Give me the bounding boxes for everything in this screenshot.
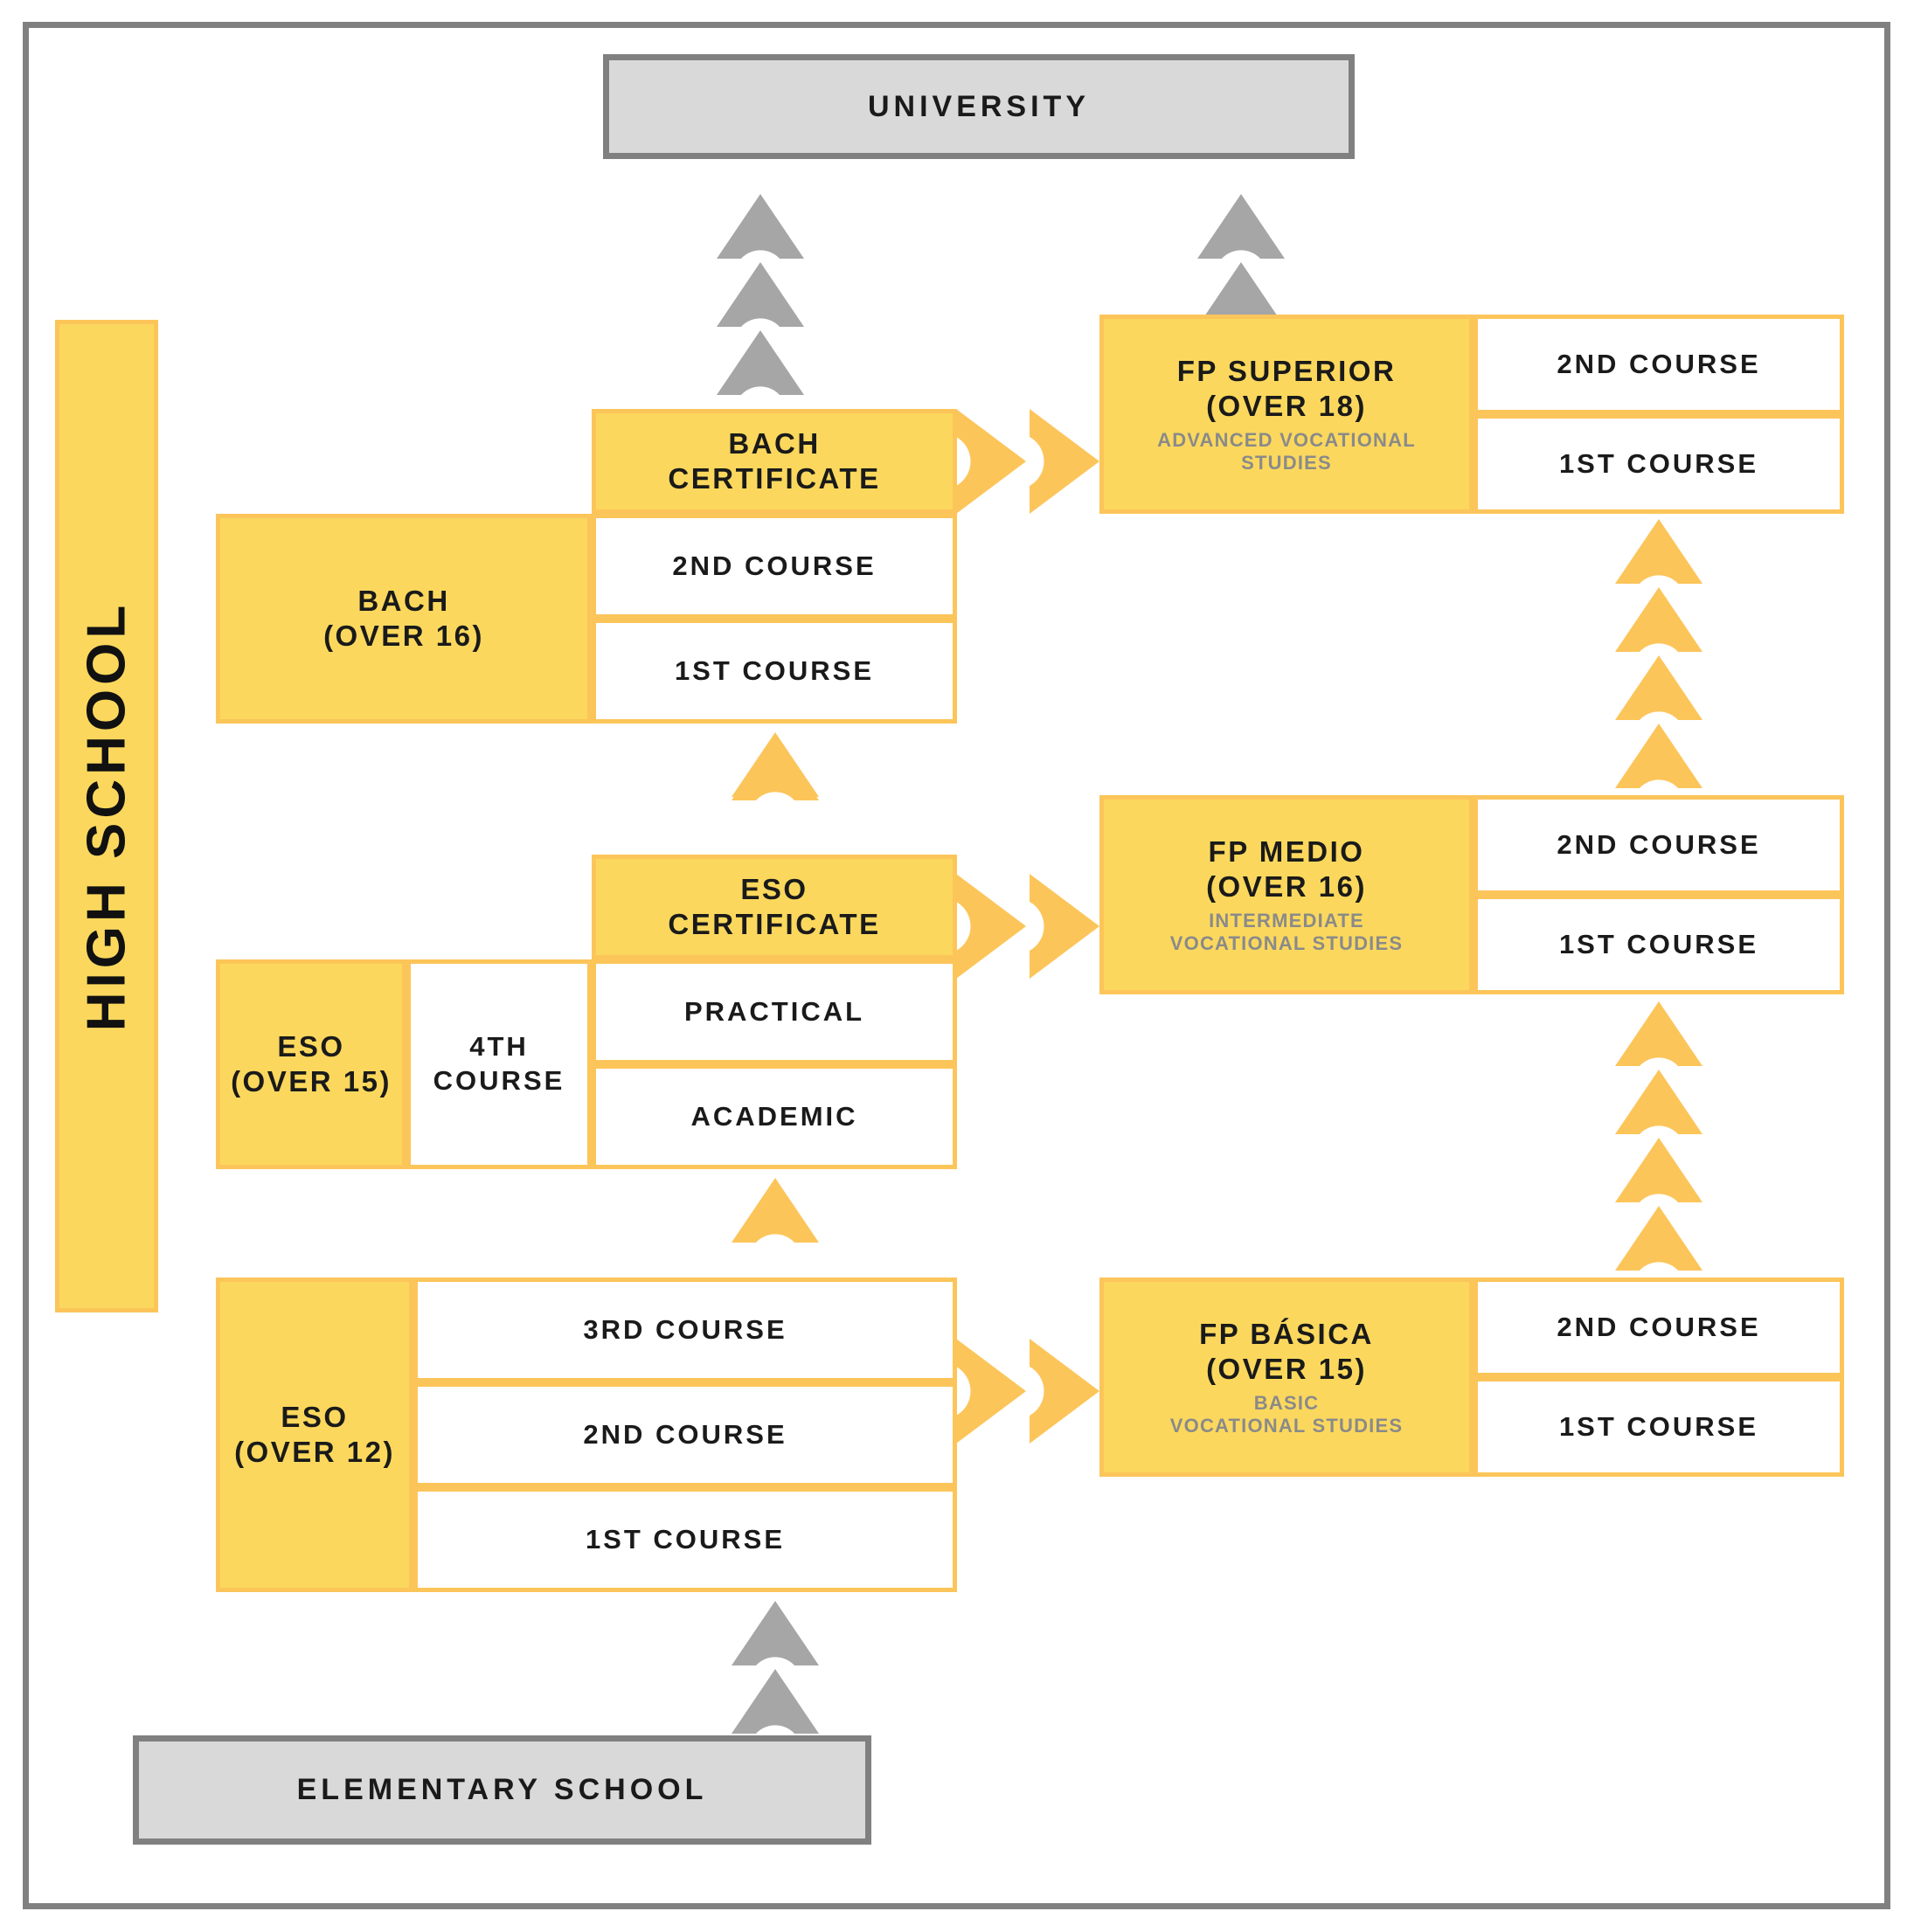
- fp-basica-line1: FP BÁSICA: [1199, 1317, 1374, 1350]
- bach-course-2[interactable]: 2ND COURSE: [592, 514, 957, 619]
- chevron-right-icon: [1030, 409, 1099, 514]
- eso-certificate-line1: ESO: [740, 872, 808, 905]
- node-bach[interactable]: BACH (OVER 16): [216, 514, 592, 724]
- chevron-up-icon: [732, 736, 819, 800]
- fp-medio-course-2[interactable]: 2ND COURSE: [1474, 795, 1844, 895]
- connector-elementary-to-eso12: [732, 1601, 819, 1737]
- fp-basica-course-2[interactable]: 2ND COURSE: [1474, 1278, 1844, 1377]
- fp-basica-course-2-label: 2ND COURSE: [1557, 1312, 1761, 1342]
- eso-over-12-course-1-label: 1ST COURSE: [585, 1524, 786, 1555]
- chevron-up-icon: [1197, 262, 1285, 327]
- fp-basica-sub-line1: BASIC: [1253, 1392, 1320, 1415]
- chevron-right-icon: [1030, 874, 1099, 979]
- high-school-label: HIGH SCHOOL: [76, 600, 137, 1032]
- chevron-up-icon: [1615, 1138, 1702, 1202]
- chevron-up-icon: [717, 330, 804, 395]
- chevron-up-icon: [1615, 1070, 1702, 1134]
- bach-certificate-line2: CERTIFICATE: [668, 462, 881, 495]
- chevron-up-icon: [1197, 194, 1285, 259]
- chevron-up-icon: [1615, 655, 1702, 720]
- fp-basica-course-1-label: 1ST COURSE: [1558, 1411, 1759, 1442]
- fp-superior-course-1[interactable]: 1ST COURSE: [1474, 414, 1844, 514]
- connector-bach-cert-to-university: [717, 194, 804, 398]
- eso-over-12-course-1[interactable]: 1ST COURSE: [413, 1487, 957, 1592]
- fp-superior-course-2-label: 2ND COURSE: [1557, 349, 1761, 379]
- chevron-right-icon: [1030, 1339, 1099, 1444]
- chevron-right-icon: [956, 874, 1026, 979]
- fp-medio-line2: (OVER 16): [1206, 870, 1367, 904]
- node-eso-over-15[interactable]: ESO (OVER 15): [216, 959, 406, 1169]
- fp-superior-line1: FP SUPERIOR: [1176, 354, 1397, 387]
- node-eso-certificate[interactable]: ESO CERTIFICATE: [592, 855, 957, 959]
- connector-eso-cert-to-bach: [732, 736, 819, 804]
- node-fp-medio[interactable]: FP MEDIO (OVER 16) INTERMEDIATE VOCATION…: [1099, 795, 1474, 994]
- bach-course-1-label: 1ST COURSE: [674, 655, 875, 686]
- fp-medio-course-1[interactable]: 1ST COURSE: [1474, 895, 1844, 994]
- chevron-up-icon: [732, 1669, 819, 1734]
- connector-eso-cert-to-fp-medio: [956, 874, 1103, 979]
- fp-superior-sub-line1: ADVANCED VOCATIONAL: [1157, 429, 1416, 452]
- fp-basica-sub-line2: VOCATIONAL STUDIES: [1169, 1415, 1404, 1437]
- bach-line1: BACH: [357, 584, 450, 617]
- eso-over-15-line1: ESO: [277, 1029, 345, 1063]
- fp-medio-course-2-label: 2ND COURSE: [1557, 829, 1761, 860]
- fp-superior-course-2[interactable]: 2ND COURSE: [1474, 315, 1844, 414]
- fp-basica-course-1[interactable]: 1ST COURSE: [1474, 1377, 1844, 1477]
- connector-fp-superior-to-university: [1197, 194, 1285, 330]
- chevron-up-icon: [1615, 1001, 1702, 1066]
- chevron-up-icon: [732, 1601, 819, 1665]
- bach-line2: (OVER 16): [323, 620, 484, 652]
- university-label: UNIVERSITY: [867, 89, 1091, 123]
- eso-over-15-track-practical[interactable]: PRACTICAL: [592, 959, 957, 1064]
- chevron-up-icon: [1615, 587, 1702, 652]
- node-university[interactable]: UNIVERSITY: [603, 54, 1355, 159]
- eso-over-15-fourth-course-line1: 4TH: [469, 1031, 529, 1063]
- node-fp-basica[interactable]: FP BÁSICA (OVER 15) BASIC VOCATIONAL STU…: [1099, 1278, 1474, 1477]
- node-fp-superior[interactable]: FP SUPERIOR (OVER 18) ADVANCED VOCATIONA…: [1099, 315, 1474, 514]
- node-elementary-school[interactable]: ELEMENTARY SCHOOL: [133, 1735, 871, 1845]
- eso-over-12-line1: ESO: [281, 1400, 349, 1433]
- chevron-right-icon: [956, 1339, 1026, 1444]
- eso-over-12-course-2-label: 2ND COURSE: [583, 1419, 787, 1450]
- fp-basica-line2: (OVER 15): [1206, 1353, 1367, 1386]
- chevron-up-icon: [1615, 1206, 1702, 1271]
- bach-certificate-line1: BACH: [728, 426, 821, 460]
- eso-over-15-fourth-course-line2: COURSE: [433, 1065, 565, 1096]
- node-bach-certificate[interactable]: BACH CERTIFICATE: [592, 409, 957, 514]
- connector-fp-basica-to-fp-medio: [1615, 1001, 1702, 1274]
- connector-fp-medio-to-fp-superior: [1615, 519, 1702, 792]
- chevron-up-icon: [717, 262, 804, 327]
- eso-over-12-line2: (OVER 12): [234, 1436, 395, 1468]
- eso-over-15-track-academic-label: ACADEMIC: [690, 1101, 858, 1132]
- eso-over-15-track-practical-label: PRACTICAL: [683, 996, 865, 1027]
- fp-superior-sub-line2: STUDIES: [1241, 452, 1332, 474]
- fp-medio-sub-line1: INTERMEDIATE: [1209, 910, 1364, 932]
- fp-medio-sub-line2: VOCATIONAL STUDIES: [1169, 932, 1404, 955]
- node-eso-over-12[interactable]: ESO (OVER 12): [216, 1278, 413, 1592]
- bach-course-1[interactable]: 1ST COURSE: [592, 619, 957, 724]
- chevron-up-icon: [1615, 519, 1702, 584]
- eso-over-15-line2: (OVER 15): [231, 1065, 392, 1098]
- chevron-up-icon: [732, 1178, 819, 1243]
- fp-superior-line2: (OVER 18): [1206, 390, 1367, 423]
- eso-over-12-course-3-label: 3RD COURSE: [583, 1314, 787, 1345]
- connector-eso12-to-eso15: [732, 1178, 819, 1246]
- bach-course-2-label: 2ND COURSE: [672, 551, 877, 581]
- connector-bach-cert-to-fp-superior: [956, 409, 1103, 514]
- chevron-up-icon: [717, 194, 804, 259]
- connector-eso12-to-fp-basica: [956, 1339, 1103, 1444]
- fp-medio-line1: FP MEDIO: [1208, 834, 1365, 868]
- eso-over-12-course-2[interactable]: 2ND COURSE: [413, 1382, 957, 1487]
- fp-superior-course-1-label: 1ST COURSE: [1558, 448, 1759, 479]
- eso-certificate-line2: CERTIFICATE: [668, 908, 881, 940]
- elementary-school-label: ELEMENTARY SCHOOL: [296, 1773, 708, 1806]
- chevron-up-icon: [1615, 724, 1702, 788]
- high-school-band: HIGH SCHOOL: [55, 320, 158, 1312]
- chevron-right-icon: [956, 409, 1026, 514]
- eso-over-15-track-academic[interactable]: ACADEMIC: [592, 1064, 957, 1169]
- fp-medio-course-1-label: 1ST COURSE: [1558, 929, 1759, 959]
- eso-over-15-fourth-course[interactable]: 4TH COURSE: [406, 959, 592, 1169]
- eso-over-12-course-3[interactable]: 3RD COURSE: [413, 1278, 957, 1382]
